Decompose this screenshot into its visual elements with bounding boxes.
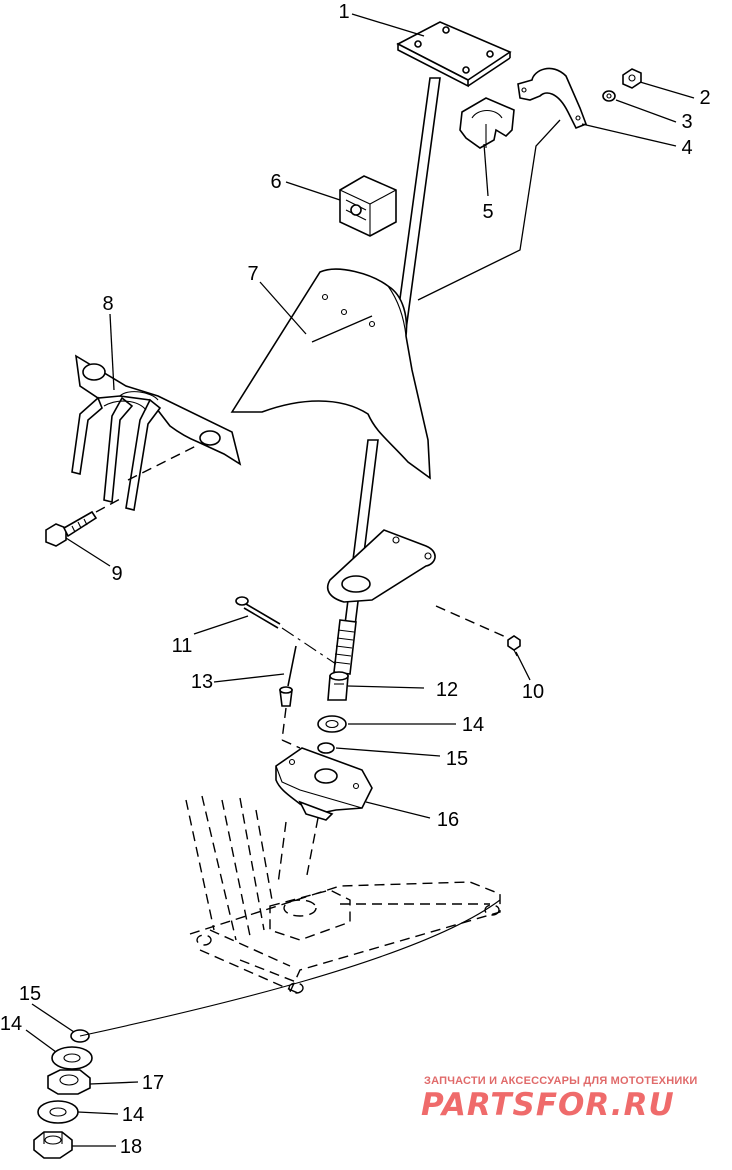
callout-1: 1 — [338, 1, 350, 23]
callout-3: 3 — [681, 111, 693, 133]
part-18-castle-nut — [33, 1131, 73, 1159]
steering-cover-panel — [230, 268, 431, 480]
part-12-coupling — [327, 671, 349, 701]
part-4-clamp — [517, 67, 588, 130]
callout-18: 18 — [119, 1136, 143, 1158]
leader-lines — [25, 13, 695, 1147]
part-11-cotter-pin — [235, 596, 337, 665]
part-16-pivot-block — [275, 747, 373, 821]
callout-14-a: 14 — [461, 714, 485, 736]
callout-12: 12 — [435, 679, 459, 701]
part-2-nut — [622, 68, 642, 89]
callout-6: 6 — [270, 171, 282, 193]
watermark-tagline: ЗАПЧАСТИ И АКСЕССУАРЫ ДЛЯ МОТОТЕХНИКИ — [424, 1075, 698, 1087]
callout-17: 17 — [141, 1072, 165, 1094]
callout-9: 9 — [111, 563, 123, 585]
callout-14-c: 14 — [121, 1104, 145, 1126]
part-14-washer-lower1 — [51, 1046, 93, 1070]
callout-16: 16 — [436, 809, 460, 831]
part-15-ring-top — [317, 742, 335, 754]
callout-8: 8 — [102, 293, 114, 315]
part-13-pin — [279, 645, 301, 749]
part-17-nut — [47, 1069, 91, 1095]
part-14-washer-lower2 — [37, 1100, 79, 1124]
callout-11: 11 — [171, 635, 193, 657]
part-15-ring-bottom — [70, 1029, 90, 1043]
frame-dashed — [185, 795, 501, 995]
callout-4: 4 — [681, 137, 693, 159]
part-9-bolt — [45, 497, 123, 547]
part-1-steering-post — [395, 21, 512, 331]
callout-10: 10 — [521, 681, 545, 703]
part-6-block — [339, 175, 397, 237]
centerline-lower — [79, 899, 501, 1037]
part-10-screw — [435, 605, 521, 657]
part-3-washer — [602, 90, 616, 102]
callout-15-a: 15 — [445, 748, 469, 770]
callout-7: 7 — [247, 263, 259, 285]
part-14-washer-top — [317, 715, 347, 733]
callout-13: 13 — [190, 671, 214, 693]
callout-15-b: 15 — [18, 983, 42, 1005]
callout-14-b: 14 — [0, 1013, 23, 1035]
callout-5: 5 — [482, 201, 494, 223]
part-5-bushing — [459, 97, 515, 149]
watermark-logo: PARTSFOR.RU — [421, 1087, 675, 1123]
part-8-bracket — [71, 354, 242, 511]
callout-2: 2 — [699, 87, 711, 109]
shaft-support-plate — [326, 529, 436, 603]
